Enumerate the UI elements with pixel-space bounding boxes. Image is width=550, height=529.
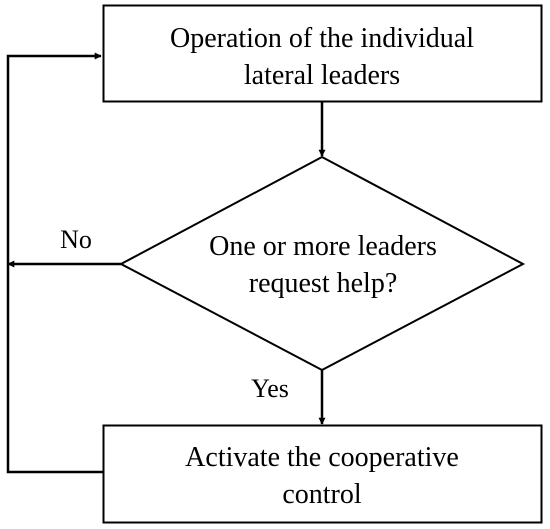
edge-label-yes: Yes xyxy=(251,374,289,403)
node-activate-box xyxy=(102,424,543,524)
node-decision-line1: One or more leaders xyxy=(209,231,437,262)
edge-label-no: No xyxy=(60,225,92,254)
node-decision-diamond xyxy=(118,155,526,372)
node-activate-line2: control xyxy=(282,479,362,510)
node-decision-line2: request help? xyxy=(249,268,398,299)
node-operation-box xyxy=(102,4,543,103)
node-activate-line1: Activate the cooperative xyxy=(185,442,459,473)
node-decision: One or more leaders request help? xyxy=(118,155,526,372)
edge-feedback-loop xyxy=(6,52,103,474)
node-operation-line2: lateral leaders xyxy=(244,60,400,91)
node-operation: Operation of the individual lateral lead… xyxy=(102,4,543,103)
node-activate: Activate the cooperative control xyxy=(102,424,543,524)
node-operation-line1: Operation of the individual xyxy=(170,23,474,54)
